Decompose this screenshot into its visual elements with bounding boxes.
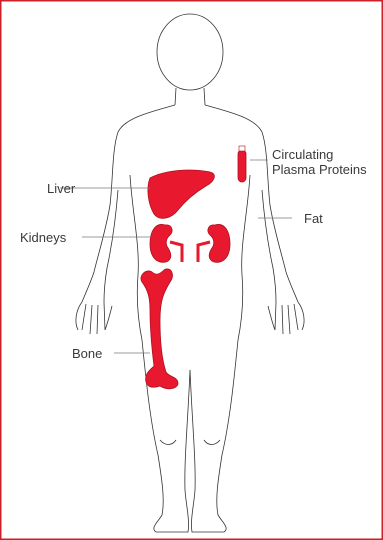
kidneys-icon [150,224,230,262]
label-kidneys: Kidneys [20,230,66,245]
label-circulating-line1: Circulating [272,147,333,162]
liver-icon [148,170,214,218]
label-bone: Bone [72,346,102,361]
femur-bone-icon [141,269,178,389]
label-fat: Fat [304,211,323,226]
human-body-outline-icon [76,14,304,532]
blood-vial-icon [238,146,246,182]
label-liver: Liver [47,181,75,196]
label-circulating-line2: Plasma Proteins [272,162,367,177]
